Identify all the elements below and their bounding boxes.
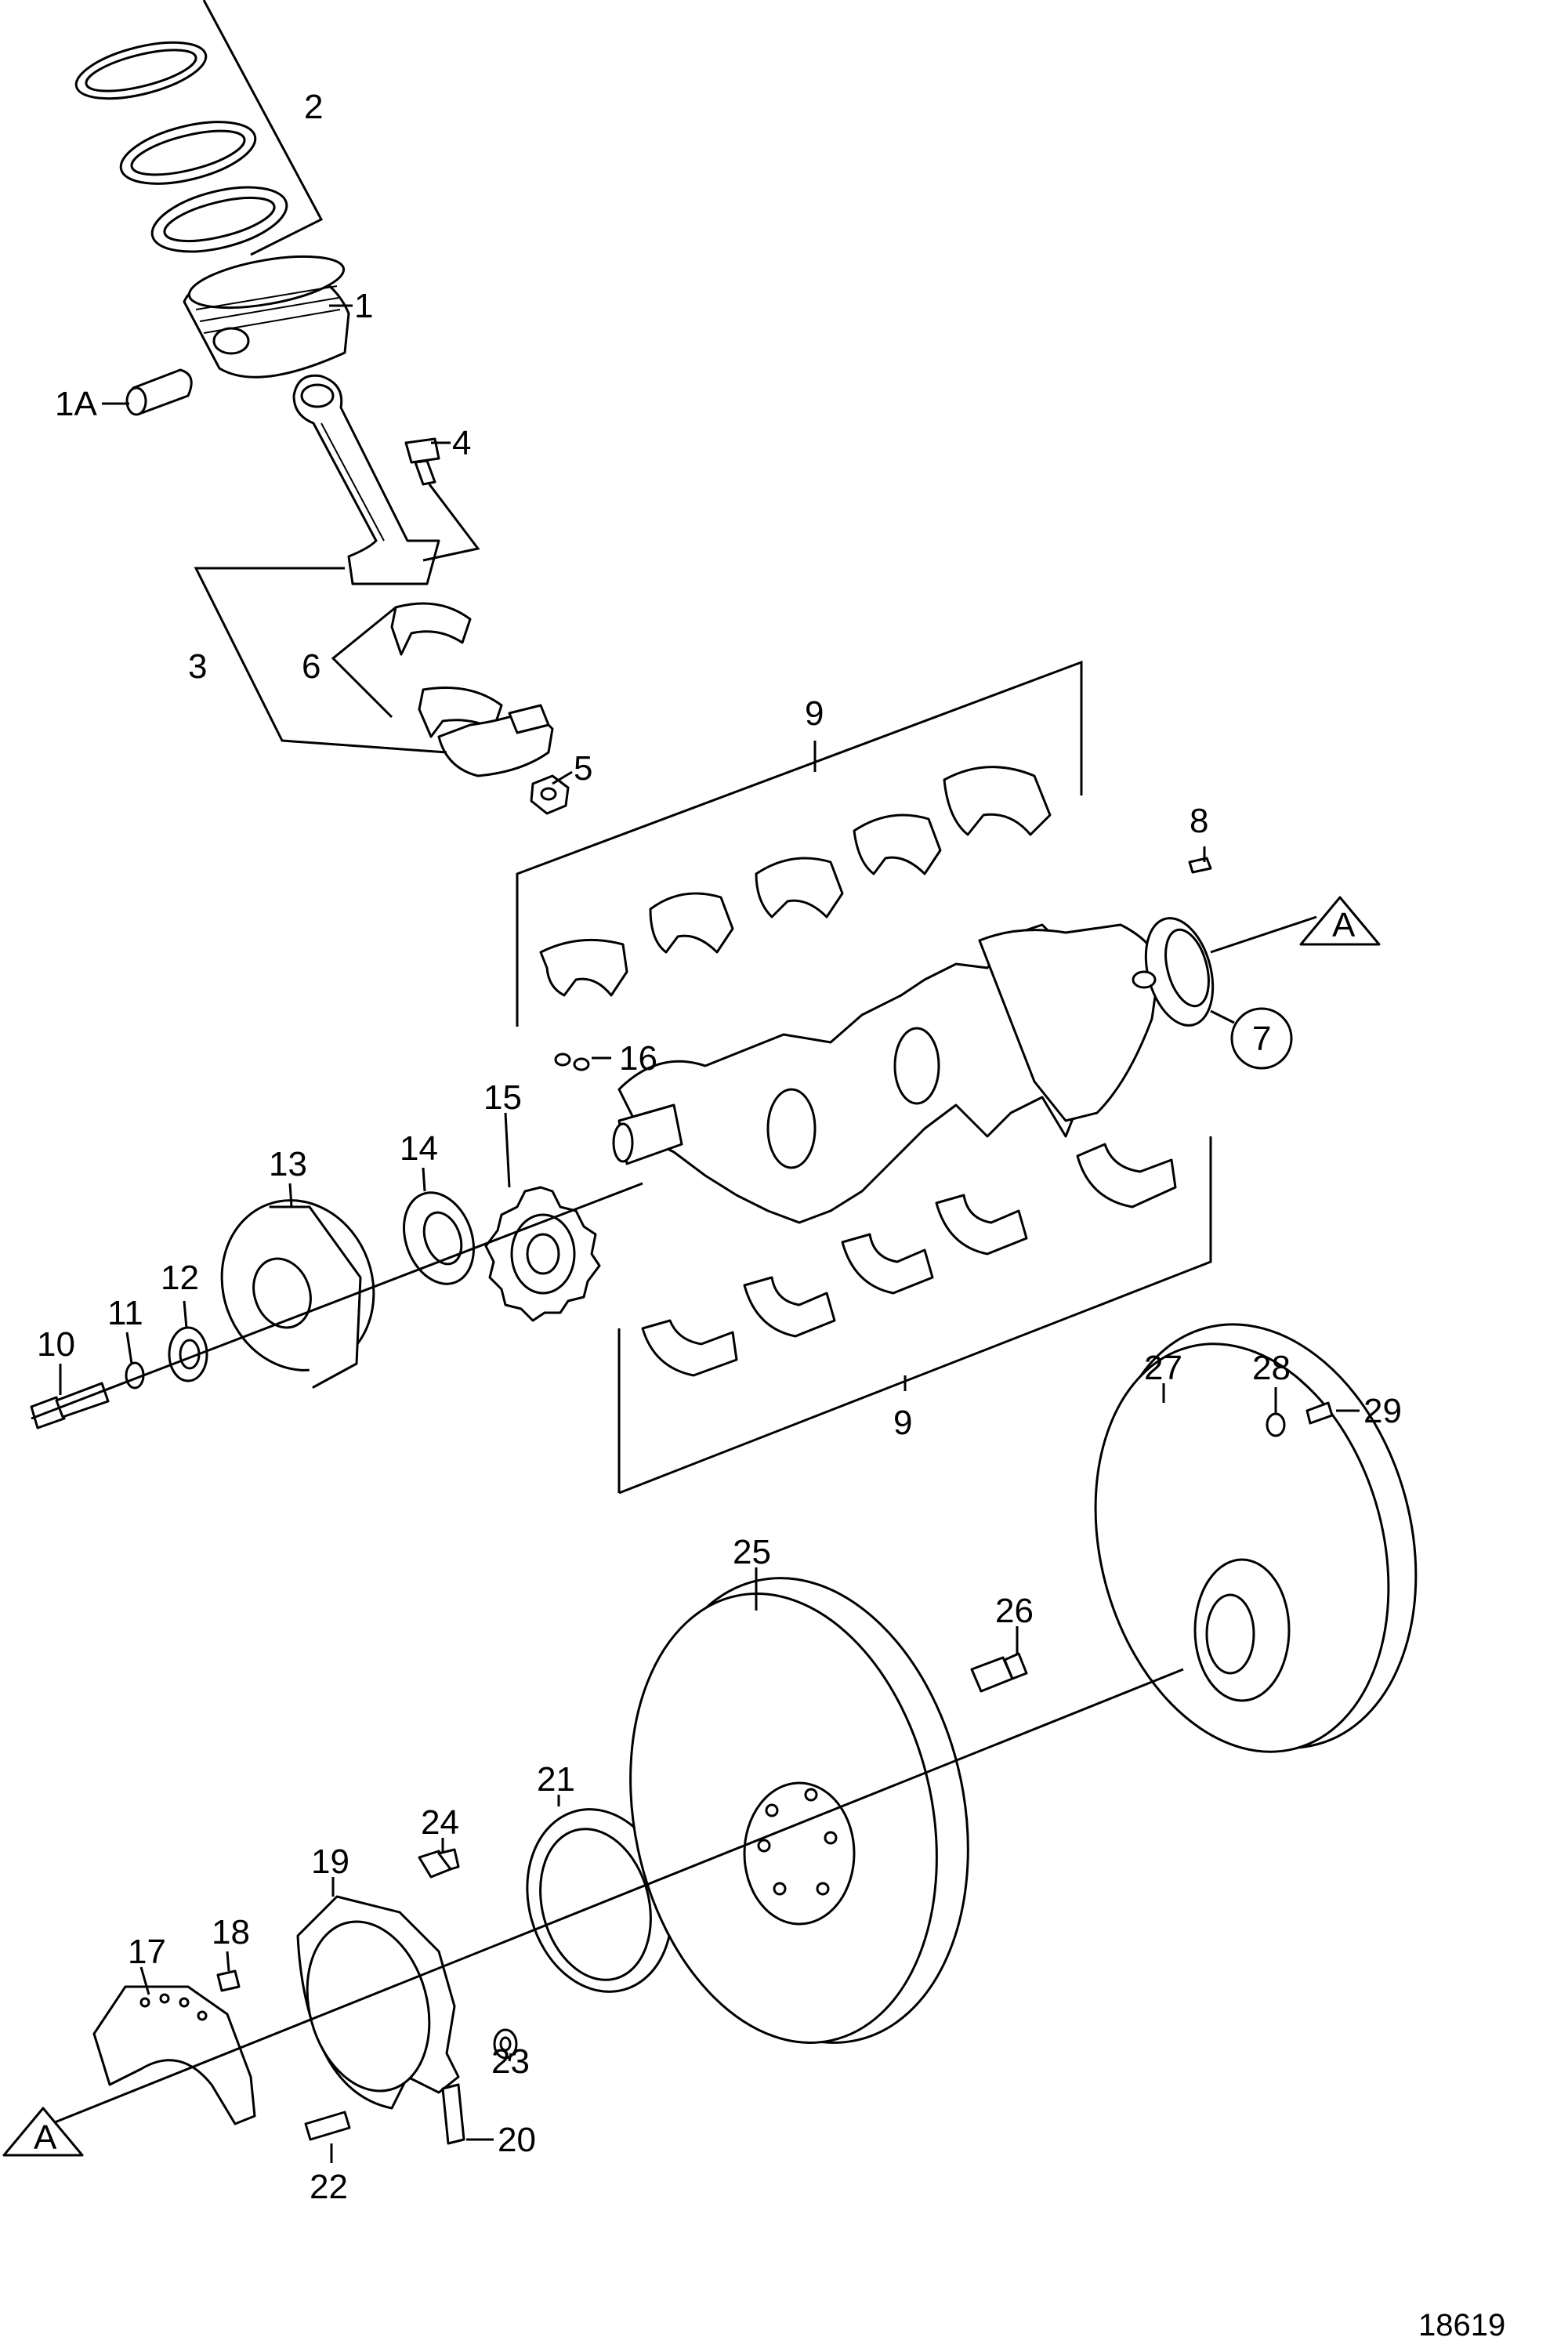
rod-cap: [437, 704, 554, 777]
lower-shell-bracket: [618, 1136, 1212, 1495]
flywheel: [629, 1577, 969, 2044]
callout-4: 4: [452, 424, 471, 462]
drawing-number: 18619: [1418, 2308, 1505, 2343]
ring-bracket: [202, 0, 324, 256]
vibration-damper: [220, 1199, 375, 1389]
main-bearing-shells-upper: [539, 766, 1052, 997]
callout-8: 8: [1190, 802, 1208, 840]
rod-bolt: [404, 437, 440, 486]
callout-15: 15: [483, 1078, 522, 1117]
callout-2: 2: [304, 88, 323, 126]
callout-9-lower: 9: [893, 1404, 912, 1442]
crank-gear-nut: [403, 1191, 475, 1285]
callout-3: 3: [188, 647, 207, 686]
front-axis-line: [31, 1182, 643, 1420]
callout-23: 23: [491, 2042, 530, 2081]
callout-28: 28: [1252, 1349, 1291, 1387]
crankshaft: [612, 917, 1215, 1224]
callout-6: 6: [302, 647, 320, 686]
piston-pin: [125, 368, 193, 416]
callout-17: 17: [128, 1933, 166, 1971]
callout-7: 7: [1252, 1020, 1271, 1058]
dowel-pins: [554, 1053, 590, 1071]
rear-nut-23: [493, 2028, 518, 2060]
callout-27: 27: [1144, 1349, 1182, 1387]
connecting-rod: [292, 374, 440, 585]
callout-10: 10: [37, 1325, 75, 1364]
rear-cover-lower: [92, 1985, 256, 2125]
callout-19: 19: [311, 1843, 349, 1881]
rod-bolt-lead: [422, 484, 480, 562]
rear-stud-22: [304, 2111, 351, 2141]
callout-leaders: [59, 304, 1360, 2163]
flywheel-bolt-26: [970, 1652, 1028, 1693]
callout-5: 5: [574, 749, 592, 788]
callout-9-upper: 9: [805, 694, 824, 733]
rod-assembly-bracket: [194, 567, 447, 754]
washer-28: [1266, 1412, 1286, 1437]
rear-seal-housing: [296, 1895, 460, 2110]
callout-11: 11: [107, 1294, 143, 1332]
axis-marker-bottom: [2, 2107, 84, 2157]
callout-13: 13: [269, 1145, 307, 1183]
rear-axis-line: [50, 1668, 1184, 2125]
flexplate: [1094, 1323, 1418, 1753]
callout-1: 1: [354, 287, 373, 325]
callout-21: 21: [537, 1760, 575, 1799]
callout-14: 14: [400, 1129, 438, 1168]
callout-25: 25: [733, 1533, 771, 1571]
damper-bolt: [30, 1382, 110, 1429]
callout-24: 24: [421, 1803, 459, 1842]
callout-26: 26: [995, 1592, 1034, 1630]
rear-bolt-24: [418, 1848, 460, 1879]
seal-washer: [168, 1326, 208, 1382]
callout-29: 29: [1363, 1392, 1402, 1430]
callout-22: 22: [310, 2168, 348, 2206]
callout-1A: 1A: [55, 385, 97, 423]
crank-sprocket: [484, 1186, 601, 1322]
callout-20: 20: [498, 2121, 536, 2159]
flexplate-bolt-29: [1305, 1401, 1334, 1425]
piston: [183, 255, 350, 379]
callout-18: 18: [212, 1913, 250, 1951]
shell-bracket: [331, 606, 397, 719]
rod-bearing-shells: [390, 602, 503, 738]
crank-axis-line: [1210, 915, 1317, 954]
callout-12: 12: [161, 1259, 199, 1297]
rear-stud-20: [441, 2083, 465, 2145]
rear-dowel: [216, 1969, 241, 1992]
piston-rings: [74, 41, 288, 253]
rod-nut: [530, 774, 570, 815]
upper-shell-bracket: [516, 660, 1083, 1027]
axis-marker-top: [1299, 896, 1381, 946]
crank-key: [1188, 857, 1212, 874]
callout-16: 16: [619, 1039, 657, 1078]
axis-marker-bottom-label: A: [34, 2118, 57, 2157]
callout-7-circle: [1230, 1007, 1293, 1070]
axis-marker-top-label: A: [1332, 906, 1356, 944]
main-bearing-shells-lower: [641, 1143, 1177, 1377]
